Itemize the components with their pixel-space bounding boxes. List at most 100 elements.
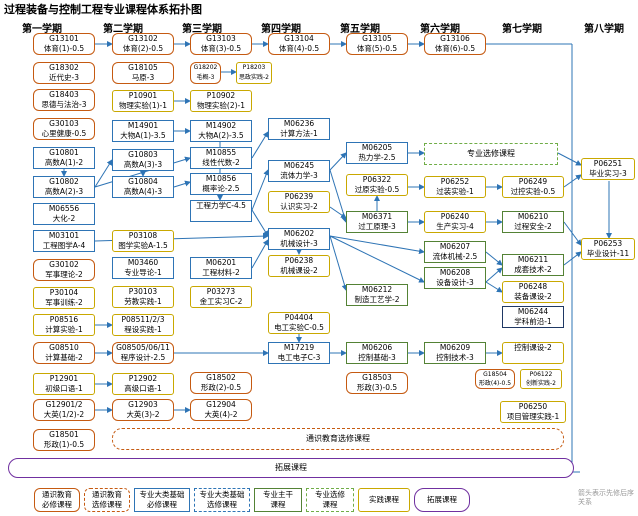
link-mech-design	[251, 209, 269, 237]
course-gongli[interactable]: 工程力学C-4.5	[190, 200, 252, 222]
link-math2-linalg	[94, 156, 191, 188]
legend-major-basic-elective: 专业大类基础选修课程	[194, 488, 250, 512]
legend-major-core: 专业主干课程	[254, 488, 302, 512]
semester-header-4: 第四学期	[261, 24, 301, 35]
general-elective-courses[interactable]: 通识教育选修课程	[112, 428, 564, 450]
legend-practice: 实践课程	[358, 488, 410, 512]
semester-header-3: 第三学期	[182, 24, 222, 35]
semester-header-8: 第八学期	[584, 24, 624, 35]
semester-header-2: 第二学期	[103, 24, 143, 35]
link-mech-fluid	[251, 169, 269, 211]
semester-header-6: 第六学期	[420, 24, 460, 35]
major-elective-courses[interactable]: 专业选修课程	[424, 143, 558, 165]
link-fluidm-suite	[485, 251, 503, 266]
link-math2-math3	[94, 159, 113, 188]
link-cog-process	[329, 206, 347, 219]
expansion-courses[interactable]: 拓展课程	[8, 458, 574, 478]
link-equip-course	[485, 281, 503, 293]
course-kongzhi[interactable]: 控制课设-2	[502, 342, 564, 364]
link-material-design	[251, 239, 269, 269]
link-math4-prob	[173, 180, 191, 188]
link-design-equip	[329, 235, 425, 283]
link-fluid-process	[329, 169, 348, 223]
link-equip-suite	[485, 267, 503, 283]
link-linalg-comp	[251, 131, 269, 159]
legend-arrow-note: 箭头表示先修后序关系	[578, 489, 634, 506]
semester-header-7: 第七学期	[502, 24, 542, 35]
semester-header-5: 第五学期	[340, 24, 380, 35]
semester-header-1: 第一学期	[22, 24, 62, 35]
